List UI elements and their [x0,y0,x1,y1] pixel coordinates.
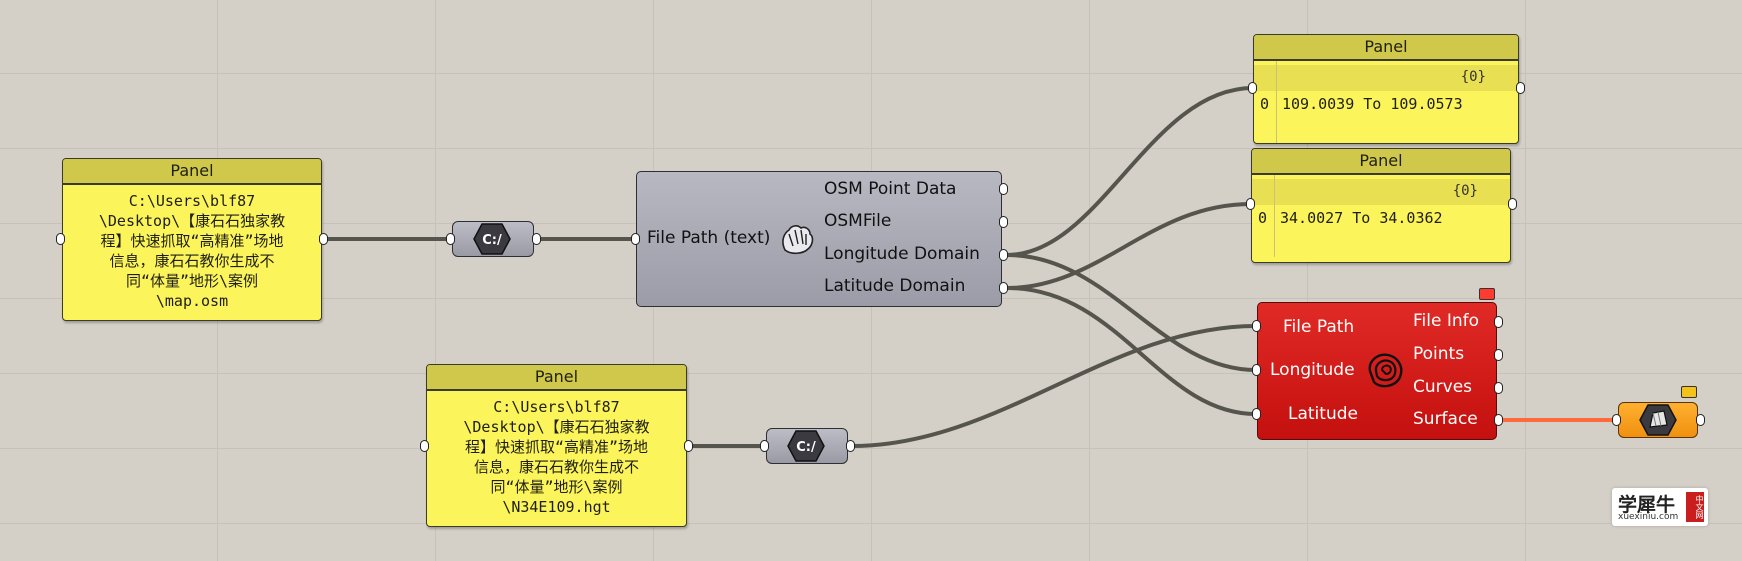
file-path-panel-osm[interactable]: Panel C:\Users\blf87 \Desktop\【康石石独家教 程】… [62,158,322,321]
logo-url: xuexiniu.com [1618,512,1679,522]
index-divider [1274,175,1275,257]
terrain-output-points: Points [1413,344,1465,364]
surface-parameter[interactable] [1618,402,1698,438]
osm-output-longitude-domain: Longitude Domain [824,244,980,264]
panel-text: C:\Users\blf87 \Desktop\【康石石独家教 程】快速抓取“高… [98,192,286,310]
contour-map-icon [1368,353,1403,388]
wire-longdomain-to-longitude [1005,253,1258,372]
terrain-output-curves: Curves [1413,377,1473,397]
path1-input-port[interactable] [446,233,455,245]
terrain-latitude-port[interactable] [1252,408,1261,420]
terrain-file-info-port[interactable] [1494,316,1503,328]
logo-side-badge: 中文网 [1686,492,1704,522]
list-value: 34.0027 To 34.0362 [1280,209,1443,227]
osm-output-latitude-domain: Latitude Domain [824,276,966,296]
latitude-domain-panel[interactable]: Panel {0} 0 34.0027 To 34.0362 [1251,148,1511,263]
panel-title: Panel [1254,35,1518,61]
wire-longdomain-to-panel [1005,86,1255,257]
terrain-longitude-port[interactable] [1252,364,1261,376]
surface-icon [1639,404,1677,436]
file-path-icon: C:/ [787,430,825,462]
list-value: 109.0039 To 109.0573 [1282,95,1463,113]
panel-hgt-output-port[interactable] [684,440,693,452]
terrain-output-file-info: File Info [1413,311,1480,331]
logo-main-text: 学犀牛 [1618,494,1676,516]
file-path-panel-hgt[interactable]: Panel C:\Users\blf87 \Desktop\【康石石独家教 程】… [426,364,687,527]
osm-longitude-domain-port[interactable] [999,249,1008,261]
warning-flag-icon [1479,288,1495,300]
path1-output-port[interactable] [532,233,541,245]
longitude-panel-output-port[interactable] [1516,82,1525,94]
terrain-input-file-path: File Path [1283,317,1355,337]
file-path-component-2[interactable]: C:/ [766,428,848,464]
path2-input-port[interactable] [760,440,769,452]
message-flag-icon [1681,386,1697,398]
panel-title: Panel [63,159,321,185]
data-tree-path: {0} [1254,65,1518,91]
path-label: C:/ [482,233,502,248]
osm-import-component[interactable]: File Path (text) OSM Point Data OSMFile … [636,171,1002,307]
terrain-input-latitude: Latitude [1288,404,1358,424]
path-label: C:/ [796,440,816,455]
osm-osmfile-port[interactable] [999,216,1008,228]
list-item: 0 34.0027 To 34.0362 [1252,175,1510,257]
osm-latitude-domain-port[interactable] [999,282,1008,294]
list-index: 0 [1260,95,1270,113]
osm-input-file-path: File Path (text) [647,228,771,248]
panel-osm-output-port[interactable] [319,233,328,245]
osm-output-point-data: OSM Point Data [824,179,957,199]
list-item: 0 109.0039 To 109.0573 [1254,61,1518,143]
osm-output-osmfile: OSMFile [824,211,892,231]
surface-param-output-port[interactable] [1696,414,1705,426]
latitude-panel-output-port[interactable] [1508,198,1517,210]
surface-param-input-port[interactable] [1612,414,1621,426]
wire-path2-to-filepath [850,324,1258,448]
panel-title: Panel [1252,149,1510,175]
file-path-component-1[interactable]: C:/ [452,221,534,257]
list-index: 0 [1258,209,1268,227]
path2-output-port[interactable] [846,440,855,452]
terrain-points-port[interactable] [1494,349,1503,361]
wire-latdomain-to-panel [1005,202,1253,290]
panel-osm-input-port[interactable] [56,233,65,245]
terrain-curves-port[interactable] [1494,382,1503,394]
terrain-generator-component[interactable]: File Path Longitude Latitude File Info P… [1257,302,1497,440]
longitude-panel-input-port[interactable] [1248,82,1257,94]
panel-title: Panel [427,365,686,391]
panel-hgt-input-port[interactable] [420,440,429,452]
latitude-panel-input-port[interactable] [1246,198,1255,210]
index-divider [1276,61,1277,143]
terrain-output-surface: Surface [1413,409,1478,429]
site-logo: 学犀牛 xuexiniu.com 中文网 [1612,488,1708,526]
osm-input-port[interactable] [631,233,640,245]
osm-point-data-port[interactable] [999,183,1008,195]
longitude-domain-panel[interactable]: Panel {0} 0 109.0039 To 109.0573 [1253,34,1519,144]
panel-text: C:\Users\blf87 \Desktop\【康石石独家教 程】快速抓取“高… [463,398,650,516]
terrain-surface-port[interactable] [1494,414,1503,426]
terrain-file-path-port[interactable] [1252,320,1261,332]
data-tree-path: {0} [1252,179,1510,205]
file-path-icon: C:/ [473,223,511,255]
terrain-input-longitude: Longitude [1270,360,1355,380]
hand-map-icon [782,225,814,255]
